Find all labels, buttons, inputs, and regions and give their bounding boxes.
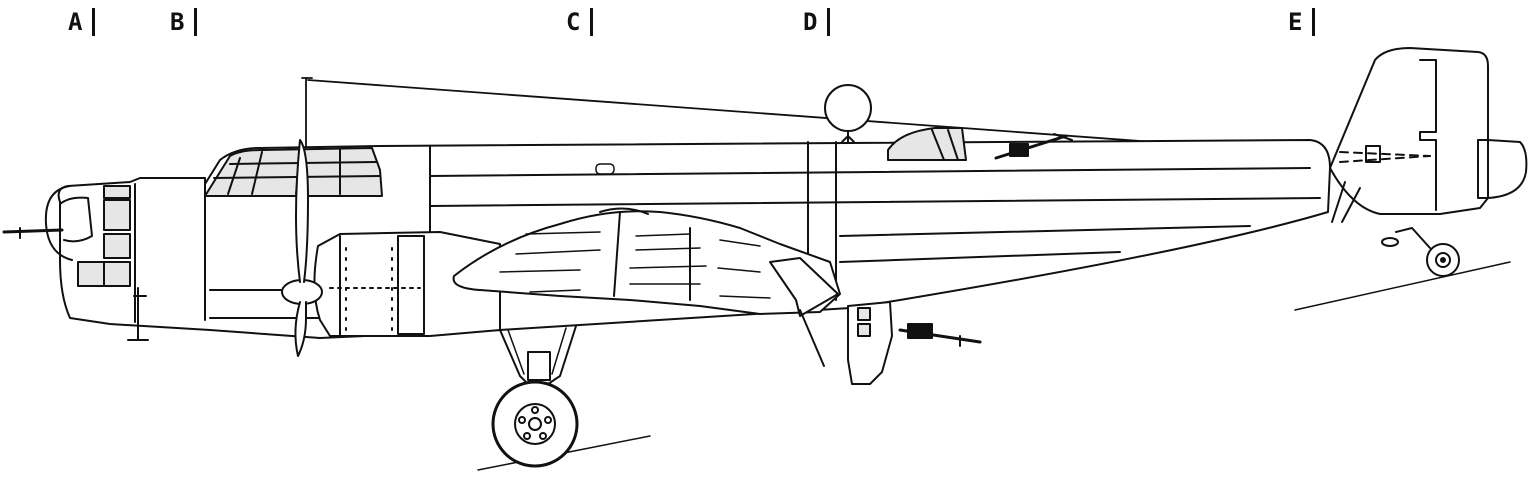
station-tick-d <box>827 8 831 36</box>
main-wing <box>452 207 841 315</box>
station-letter-c: C <box>566 8 581 36</box>
station-letter-e: E <box>1288 8 1303 36</box>
nose-pitot-strut <box>127 287 149 341</box>
station-marker-a: A <box>68 8 96 36</box>
antenna-wire <box>301 77 1291 153</box>
engine-nacelle <box>313 231 501 337</box>
fuselage-window <box>595 163 615 175</box>
station-tick-a <box>92 8 96 36</box>
station-tick-b <box>194 8 198 36</box>
direction-finder-loop <box>824 84 872 143</box>
station-letter-d: D <box>803 8 818 36</box>
propeller <box>281 139 323 357</box>
wing-flap <box>769 257 839 367</box>
cockpit-canopy <box>204 147 383 197</box>
station-marker-c: C <box>566 8 594 36</box>
nose-glazing <box>77 185 131 287</box>
nose-turret <box>2 185 93 261</box>
ventral-machine-gun <box>898 323 982 347</box>
station-tick-e <box>1312 8 1316 36</box>
station-marker-e: E <box>1288 8 1316 36</box>
main-landing-gear <box>491 325 579 468</box>
dorsal-machine-gun <box>994 133 1073 160</box>
station-marker-d: D <box>803 8 831 36</box>
ventral-gondola <box>847 301 893 385</box>
station-letter-a: A <box>68 8 83 36</box>
station-marker-b: B <box>170 8 198 36</box>
tail-wheel <box>1381 227 1460 277</box>
tail-fin <box>1329 47 1528 223</box>
station-tick-c <box>590 8 594 36</box>
station-letter-b: B <box>170 8 185 36</box>
dorsal-canopy <box>887 127 967 161</box>
